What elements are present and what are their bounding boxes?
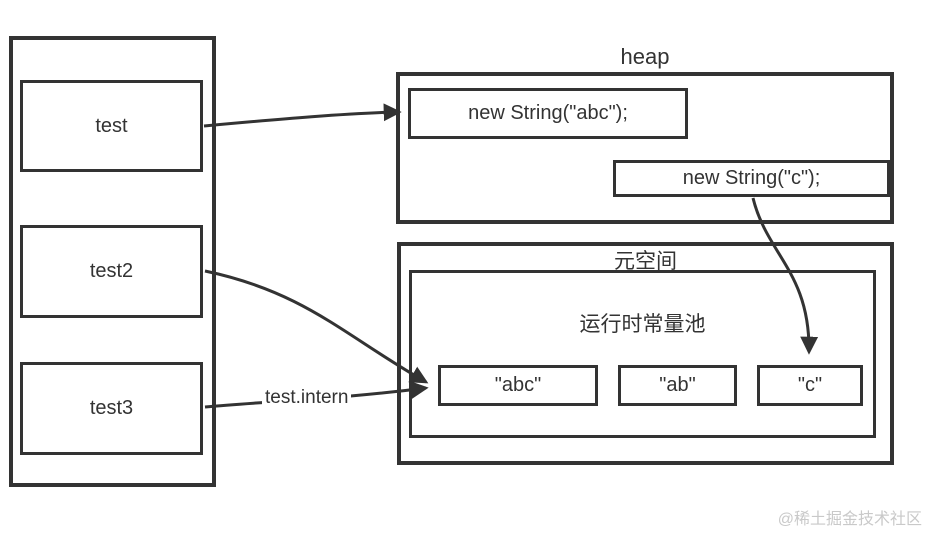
metaspace-title: 元空间 — [614, 250, 677, 273]
runtime-constant-pool-title: 运行时常量池 — [579, 313, 706, 336]
pool-string-c-box: "c" — [757, 365, 863, 406]
watermark-text: @稀土掘金技术社区 — [777, 511, 922, 528]
stack-var-test3-box: test3 — [20, 362, 203, 455]
pool-string-abc-label: "abc" — [494, 374, 542, 396]
heap-title: heap — [620, 44, 670, 69]
arrow-test-to-heap-abc — [203, 103, 402, 128]
test-intern-label: test.intern — [262, 387, 352, 409]
runtime-constant-pool-box — [409, 270, 876, 438]
pool-string-ab-box: "ab" — [618, 365, 737, 406]
stack-var-test3-label: test3 — [89, 397, 134, 419]
heap-new-string-c-box: new String("c"); — [613, 160, 890, 197]
heap-box — [396, 72, 894, 224]
stack-var-test-box: test — [20, 80, 203, 172]
stack-var-test2-box: test2 — [20, 225, 203, 318]
pool-string-ab-label: "ab" — [659, 374, 696, 396]
stack-var-test2-label: test2 — [89, 260, 134, 282]
heap-new-string-abc-box: new String("abc"); — [408, 88, 688, 139]
stack-var-test-label: test — [95, 114, 128, 137]
pool-string-abc-box: "abc" — [438, 365, 598, 406]
heap-new-string-abc-label: new String("abc"); — [468, 102, 628, 124]
arrow-test2-to-pool-abc — [204, 269, 429, 384]
pool-string-c-label: "c" — [797, 374, 823, 396]
heap-new-string-c-label: new String("c"); — [682, 167, 821, 189]
stack-frame-box — [9, 36, 216, 487]
